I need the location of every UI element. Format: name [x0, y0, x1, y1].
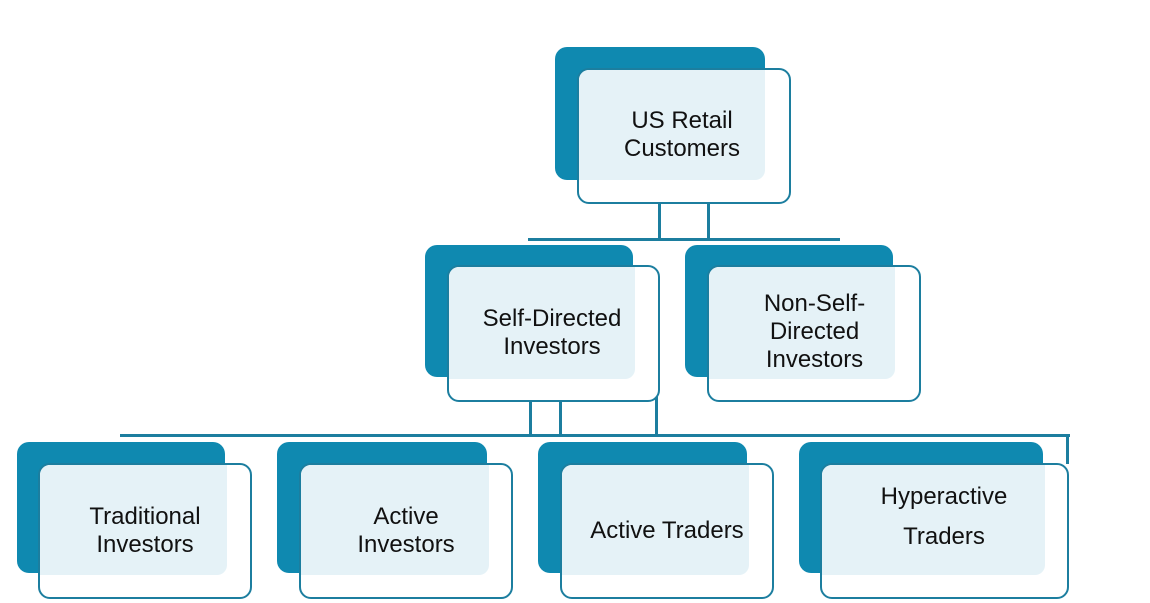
- connector: [529, 398, 532, 435]
- connector: [1066, 434, 1069, 464]
- connector: [528, 238, 840, 241]
- node-label: Self-Directed Investors: [482, 305, 622, 360]
- node-label: Non-Self- Directed Investors: [763, 290, 866, 373]
- connector: [120, 434, 1070, 437]
- connector: [559, 398, 562, 435]
- connector: [658, 200, 661, 240]
- node-label: US Retail Customers: [623, 107, 741, 162]
- connector: [707, 200, 710, 240]
- connector: [655, 395, 658, 435]
- node-label: Active Investors: [357, 503, 455, 558]
- node-label: Hyperactive Traders: [880, 483, 1008, 550]
- node-label: Active Traders: [590, 517, 744, 544]
- node-label: Traditional Investors: [89, 503, 201, 558]
